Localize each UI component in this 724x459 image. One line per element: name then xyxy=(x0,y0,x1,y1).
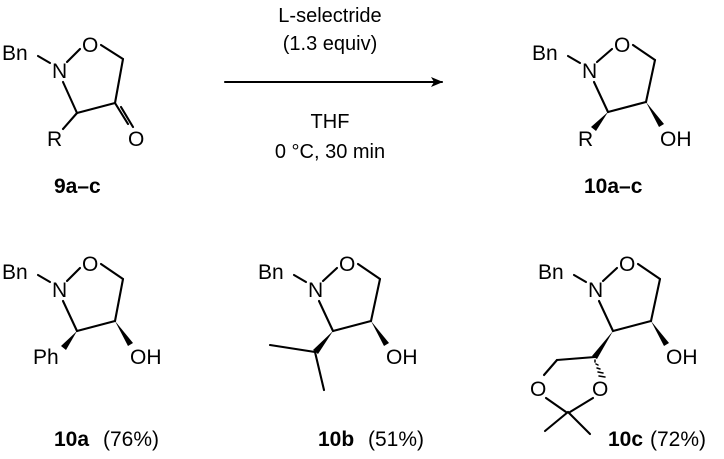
oh-label: OH xyxy=(130,346,162,369)
ch2-c4-bond xyxy=(113,277,125,323)
oh-label: OH xyxy=(660,128,692,151)
ch2-c4-bond xyxy=(649,277,662,323)
methyl-bond-1 xyxy=(543,410,570,433)
conditions-label: 0 °C, 30 min xyxy=(275,141,385,163)
n-atom: N xyxy=(308,279,323,302)
r-label: R xyxy=(578,128,593,151)
oh-label: OH xyxy=(666,346,698,369)
c3-n-bond xyxy=(597,299,615,333)
n-o-bond xyxy=(321,266,339,283)
wedge-bond-oh xyxy=(115,321,133,346)
bn-n-bond xyxy=(36,273,52,284)
wedge-bond-oh xyxy=(371,321,389,346)
n-o-bond xyxy=(65,47,82,64)
r-label: R xyxy=(47,128,62,151)
compound-label-9a-c: 9a–c xyxy=(54,175,101,198)
compound-label-10b: 10b xyxy=(318,428,354,451)
reaction-arrow-group: L-selectride (1.3 equiv) THF 0 °C, 30 mi… xyxy=(223,5,444,163)
n-atom: N xyxy=(582,60,597,83)
bn-n-bond xyxy=(572,273,588,284)
o-atom: O xyxy=(614,34,630,57)
o-cme2-bond-2 xyxy=(568,396,595,414)
c4-c3-bond xyxy=(75,101,117,115)
o-ch2-bond xyxy=(631,43,657,62)
n-atom: N xyxy=(588,279,603,302)
o-ch2-bond xyxy=(356,262,382,281)
wedge-bond-r xyxy=(591,112,608,131)
reagent-line-2: (1.3 equiv) xyxy=(283,33,378,55)
c3-n-bond xyxy=(61,80,79,115)
compound-label-10a: 10a xyxy=(54,428,89,451)
compound-10b: Bn N O OH 10b (51%) xyxy=(258,253,424,451)
c4-c3-bond xyxy=(611,319,653,333)
carbonyl-o-atom: O xyxy=(128,128,144,151)
n-o-bond xyxy=(601,266,619,283)
yield-10c: (72%) xyxy=(650,428,706,451)
o-atom: O xyxy=(82,34,98,57)
bn-n-bond xyxy=(36,54,52,65)
compound-10c: Bn N O OH O O 10c (72%) xyxy=(530,253,706,451)
o-atom: O xyxy=(339,253,355,276)
yield-10a: (76%) xyxy=(103,428,159,451)
bn-label: Bn xyxy=(258,261,284,284)
dioxolane-o-left: O xyxy=(530,378,546,401)
n-o-bond xyxy=(65,266,82,283)
c3-n-bond xyxy=(592,80,610,114)
yield-10b: (51%) xyxy=(368,428,424,451)
carbonyl-bond-1 xyxy=(113,101,130,126)
compound-9a-c: Bn N O R O 9a–c xyxy=(2,34,144,198)
c4-c3-bond xyxy=(606,100,648,114)
ch2-c4-bond xyxy=(644,58,657,104)
ph-label: Ph xyxy=(33,346,59,369)
n-atom: N xyxy=(52,60,67,83)
bn-label: Bn xyxy=(532,42,558,65)
o-cme2-bond xyxy=(544,396,568,414)
oh-label: OH xyxy=(386,346,418,369)
methyl-bond-2 xyxy=(566,410,592,436)
wedge-bond-isopropyl xyxy=(313,331,333,354)
o-atom: O xyxy=(82,253,98,276)
ch2-o-bond xyxy=(542,358,559,377)
bn-label: Bn xyxy=(2,42,28,65)
compound-10a: Bn N O Ph OH 10a (76%) xyxy=(2,253,162,451)
bn-label: Bn xyxy=(538,261,564,284)
c4-c3-bond xyxy=(331,319,373,333)
reagent-line-1: L-selectride xyxy=(278,5,381,27)
n-atom: N xyxy=(52,279,67,302)
c3-n-bond xyxy=(317,299,335,333)
o-ch2-bond xyxy=(99,262,125,281)
o-ch2-bond xyxy=(636,262,662,281)
bn-n-bond xyxy=(292,273,308,284)
wedge-bond-dioxolane xyxy=(592,331,613,359)
o-atom: O xyxy=(619,253,635,276)
hashed-bond xyxy=(594,359,606,378)
dioxolane-o-right: O xyxy=(592,378,608,401)
bn-n-bond xyxy=(566,54,582,65)
wedge-bond-ph xyxy=(61,331,77,350)
solvent-label: THF xyxy=(311,111,350,133)
bn-label: Bn xyxy=(2,261,28,284)
compound-label-10a-c: 10a–c xyxy=(584,175,643,198)
c4-ch2-bond xyxy=(555,355,597,362)
ch2-c4-bond xyxy=(113,57,125,105)
c4-c3-bond xyxy=(75,319,117,333)
isopropyl-methyl-bond-2 xyxy=(313,350,326,392)
wedge-bond-oh xyxy=(651,321,669,346)
compound-label-10c: 10c xyxy=(608,428,643,451)
compound-10a-c: Bn N O R OH 10a–c xyxy=(532,34,692,198)
isopropyl-methyl-bond-1 xyxy=(268,343,317,354)
ch2-c4-bond xyxy=(369,277,382,323)
wedge-bond-oh xyxy=(646,102,664,127)
carbonyl-bond-2 xyxy=(119,105,135,129)
c3-n-bond xyxy=(61,299,79,333)
o-ch2-bond xyxy=(99,43,125,61)
n-o-bond xyxy=(595,47,614,64)
c3-r-bond xyxy=(61,111,79,131)
